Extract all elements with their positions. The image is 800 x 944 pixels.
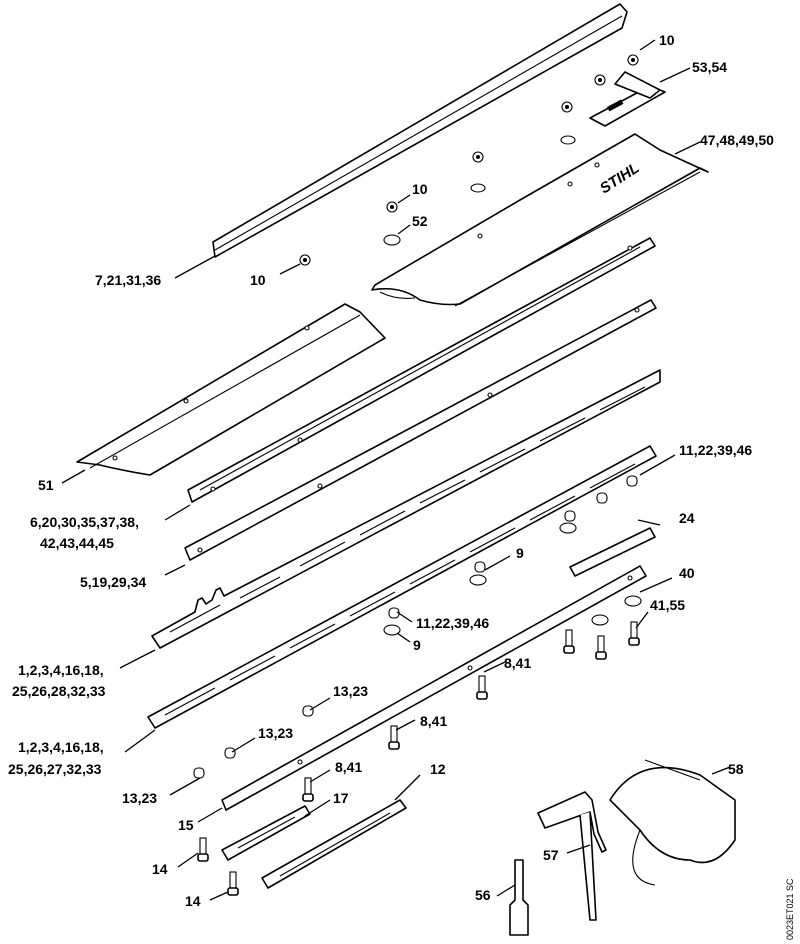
callout-1-b-line2: 25,26,27,32,33 (8, 761, 102, 777)
callout-53-54: 53,54 (692, 59, 727, 75)
middle-strip (184, 299, 657, 561)
callout-24: 24 (679, 510, 695, 526)
upper-cutter-blade (151, 369, 661, 649)
callout-13-23-c: 13,23 (122, 790, 157, 806)
callout-10-mid: 10 (412, 181, 428, 197)
top-guard-bar (212, 3, 628, 258)
callout-1-a-line1: 1,2,3,4,16,18, (18, 662, 104, 678)
right-blade-guard: STIHL (371, 133, 709, 307)
slotted-plate-12 (261, 799, 407, 889)
callout-11-bottom: 11,22,39,46 (416, 615, 489, 631)
callout-15: 15 (178, 817, 194, 833)
nuts-top (299, 54, 639, 266)
left-blade-guard (76, 303, 386, 476)
callout-8-41-a: 8,41 (504, 655, 531, 671)
callout-6-line1: 6,20,30,35,37,38, (30, 514, 139, 530)
callout-7-36: 7,21,31,36 (95, 272, 161, 288)
callout-1-a-line2: 25,26,28,32,33 (12, 683, 106, 699)
callout-58: 58 (728, 761, 744, 777)
callout-47-50: 47,48,49,50 (700, 132, 774, 148)
safety-glasses (609, 759, 736, 886)
callout-56: 56 (475, 887, 491, 903)
callout-8-41-c: 8,41 (335, 759, 362, 775)
callout-1-b-line1: 1,2,3,4,16,18, (18, 739, 104, 755)
callout-57: 57 (543, 847, 559, 863)
callout-17: 17 (333, 790, 349, 806)
lower-cutter-blade (147, 445, 657, 729)
plate-24 (569, 527, 656, 577)
callout-5-34: 5,19,29,34 (80, 574, 146, 590)
callout-12: 12 (430, 761, 446, 777)
callout-8-41-b: 8,41 (420, 713, 447, 729)
screws (197, 621, 640, 896)
callout-labels: 10 53,54 47,48,49,50 10 52 7,21,31,36 10… (8, 32, 774, 909)
callout-40: 40 (679, 565, 695, 581)
slotted-plate-17 (221, 805, 311, 861)
callout-6-line2: 42,43,44,45 (40, 535, 114, 551)
nuts-middle (193, 475, 642, 779)
long-bar-15 (221, 565, 647, 811)
callout-9-lower: 9 (413, 637, 421, 653)
upper-strip (187, 237, 656, 503)
callout-10-left: 10 (250, 272, 266, 288)
callout-11-top: 11,22,39,46 (679, 442, 752, 458)
bracket-part (589, 71, 666, 127)
callout-51: 51 (38, 477, 54, 493)
callout-14-b: 14 (185, 893, 201, 909)
callout-13-23-b: 13,23 (258, 725, 293, 741)
t-wrench-tool (537, 791, 607, 921)
leader-lines (61, 39, 731, 901)
callout-10-top: 10 (659, 32, 675, 48)
callout-14-a: 14 (152, 861, 168, 877)
callout-9-upper: 9 (516, 545, 524, 561)
screwdriver-tool (509, 859, 529, 936)
callout-41-55: 41,55 (650, 597, 685, 613)
drawing-code: 0023ET021 SC (785, 878, 795, 940)
callout-52: 52 (412, 213, 428, 229)
callout-13-23-a: 13,23 (333, 683, 368, 699)
